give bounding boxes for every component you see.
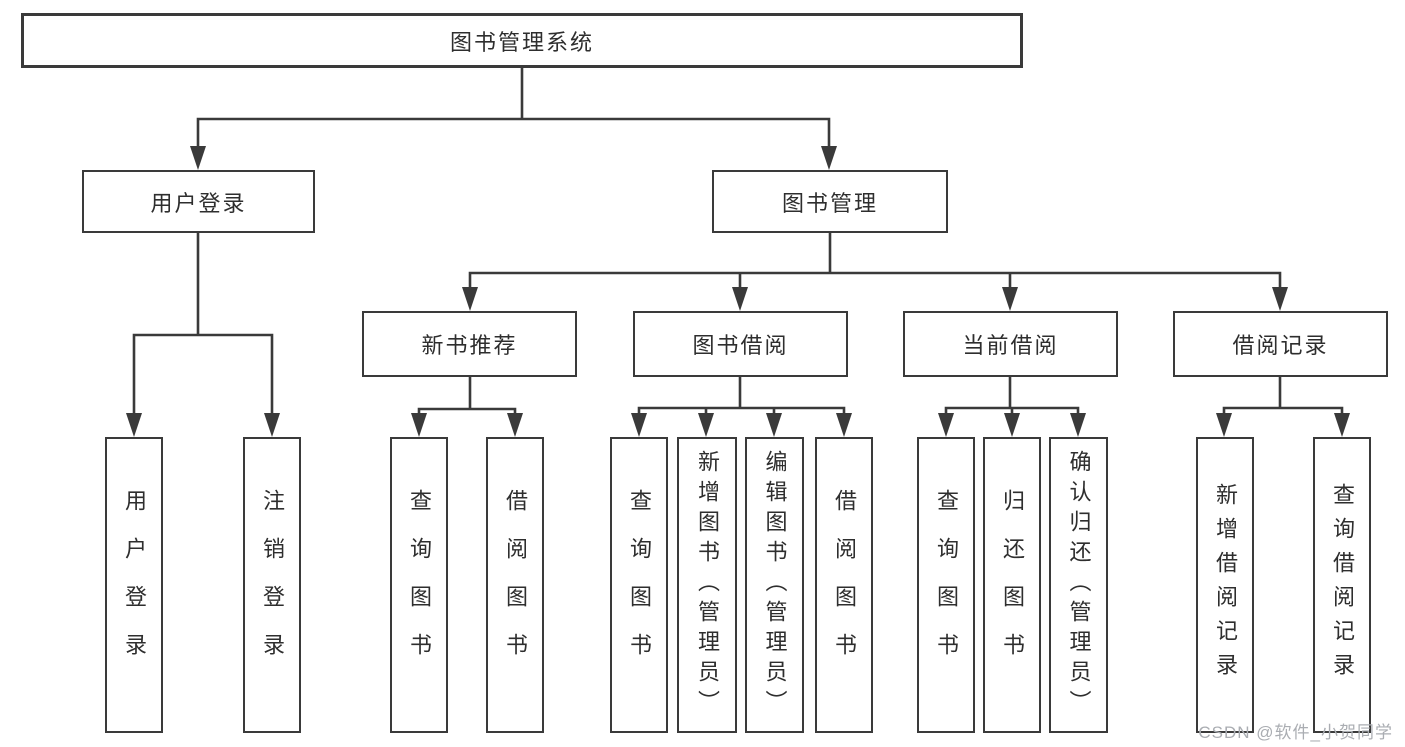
leaf-edit-books-admin: 编辑图书（管理员） [745,437,804,733]
arrow-down-icon [507,413,523,437]
node-new-book-recommend: 新书推荐 [362,311,577,377]
node-label: 编辑图书（管理员） [762,450,788,720]
leaf-add-books-admin: 新增图书（管理员） [677,437,737,733]
node-label: 图书借阅 [692,333,789,358]
leaf-query-books-2: 查询图书 [610,437,668,733]
node-label: 借阅图书 [832,489,857,681]
leaf-logout: 注销登录 [243,437,301,733]
node-user-login: 用户登录 [82,170,315,233]
arrow-down-icon [1334,413,1350,437]
node-label: 图书管理 [781,190,878,216]
node-library-management-system: 图书管理系统 [21,13,1023,68]
arrow-down-icon [821,146,837,170]
arrow-down-icon [1004,413,1020,437]
node-label: 用户登录 [122,489,147,681]
leaf-query-books-1: 查询图书 [390,437,448,733]
arrow-down-icon [1002,287,1018,311]
arrow-down-icon [631,413,647,437]
node-label: 用户登录 [150,190,247,216]
arrow-down-icon [462,287,478,311]
leaf-query-borrow-record: 查询借阅记录 [1313,437,1371,733]
node-label: 查询图书 [627,489,652,681]
leaf-borrow-books-1: 借阅图书 [486,437,544,733]
arrowheads [126,146,1350,437]
node-label: 确认归还（管理员） [1066,450,1092,720]
node-label: 归还图书 [1000,489,1025,681]
node-book-borrowing: 图书借阅 [633,311,848,377]
arrow-down-icon [264,413,280,437]
node-label: 当前借阅 [962,333,1059,358]
connector-root [196,66,831,150]
arrow-down-icon [698,413,714,437]
node-borrowing-records: 借阅记录 [1173,311,1388,377]
leaf-user-login: 用户登录 [105,437,163,733]
node-label: 图书管理系统 [449,29,594,55]
connector-borrowing-records [1222,375,1344,418]
arrow-down-icon [836,413,852,437]
node-label: 注销登录 [260,489,285,681]
connector-current-borrowing [944,375,1080,418]
node-current-borrowing: 当前借阅 [903,311,1118,377]
arrow-down-icon [1070,413,1086,437]
arrow-down-icon [1272,287,1288,311]
csdn-watermark: CSDN @软件_小贺同学 [1198,723,1393,742]
node-label: 查询图书 [934,489,959,681]
arrow-down-icon [190,146,206,170]
leaf-add-borrow-record: 新增借阅记录 [1196,437,1254,733]
node-label: 新增借阅记录 [1213,483,1238,687]
connector-new-book [417,375,517,418]
node-label: 新增图书（管理员） [695,450,720,720]
node-label: 借阅记录 [1232,333,1329,358]
leaf-borrow-books-2: 借阅图书 [815,437,873,733]
node-book-management: 图书管理 [712,170,948,233]
leaf-confirm-return-admin: 确认归还（管理员） [1049,437,1108,733]
node-label: 查询借阅记录 [1330,483,1355,687]
arrow-down-icon [1216,413,1232,437]
connector-user-login [132,231,274,417]
arrow-down-icon [126,413,142,437]
node-label: 借阅图书 [503,489,528,681]
arrow-down-icon [938,413,954,437]
leaf-return-books: 归还图书 [983,437,1041,733]
connector-book-borrowing [637,375,846,418]
arrow-down-icon [766,413,782,437]
node-label: 查询图书 [407,489,432,681]
arrow-down-icon [732,287,748,311]
node-label: 新书推荐 [421,333,518,358]
connector-book-management [468,231,1282,291]
arrow-down-icon [411,413,427,437]
leaf-query-books-3: 查询图书 [917,437,975,733]
